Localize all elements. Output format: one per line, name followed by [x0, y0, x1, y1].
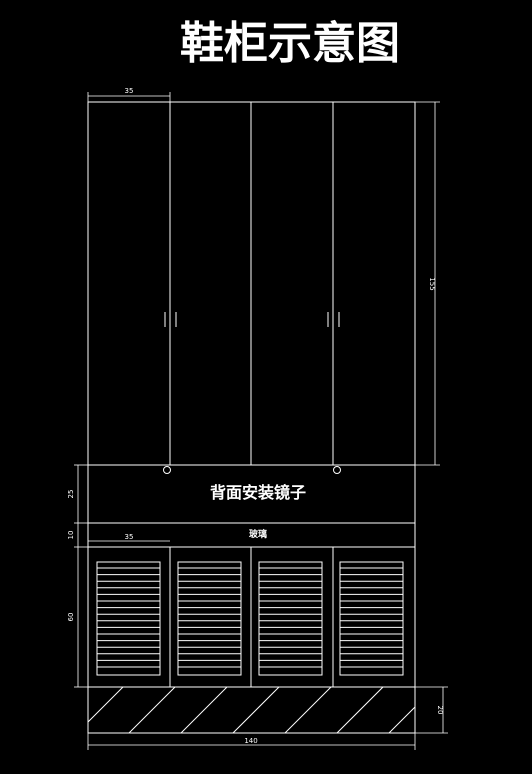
- hinge-marker-right: [333, 466, 341, 474]
- glass-note: 玻璃: [249, 528, 267, 540]
- louver-panel-2: [177, 561, 242, 676]
- base-hatch: [87, 686, 416, 734]
- hatch-line: [87, 686, 124, 723]
- louver-slats: [97, 567, 403, 668]
- hatch-line: [232, 686, 280, 734]
- dim-base-height: 20: [436, 706, 444, 715]
- dim-lower-door-width: 35: [125, 533, 134, 541]
- louver-panel-4: [339, 561, 404, 676]
- hatch-line: [128, 686, 176, 734]
- louver-panel-1: [96, 561, 161, 676]
- cabinet-outline: [87, 101, 416, 734]
- dim-mirror-band-height: 25: [67, 490, 75, 499]
- louver-panel-3: [258, 561, 323, 676]
- hatch-line: [388, 706, 416, 734]
- hatch-line: [284, 686, 332, 734]
- dimension-lines: [74, 92, 448, 750]
- base-plinth: [87, 686, 416, 734]
- hatch-line: [336, 686, 384, 734]
- dim-top-door-width: 35: [125, 87, 134, 95]
- dim-total-width: 140: [244, 737, 257, 745]
- diagram-title: 鞋柜示意图: [180, 18, 400, 69]
- mirror-note: 背面安装镜子: [210, 483, 306, 502]
- hatch-line: [180, 686, 228, 734]
- hinge-marker-left: [163, 466, 171, 474]
- dim-upper-height: 155: [428, 277, 436, 290]
- dim-lower-height: 60: [67, 613, 75, 622]
- dim-glass-band-height: 10: [67, 531, 75, 540]
